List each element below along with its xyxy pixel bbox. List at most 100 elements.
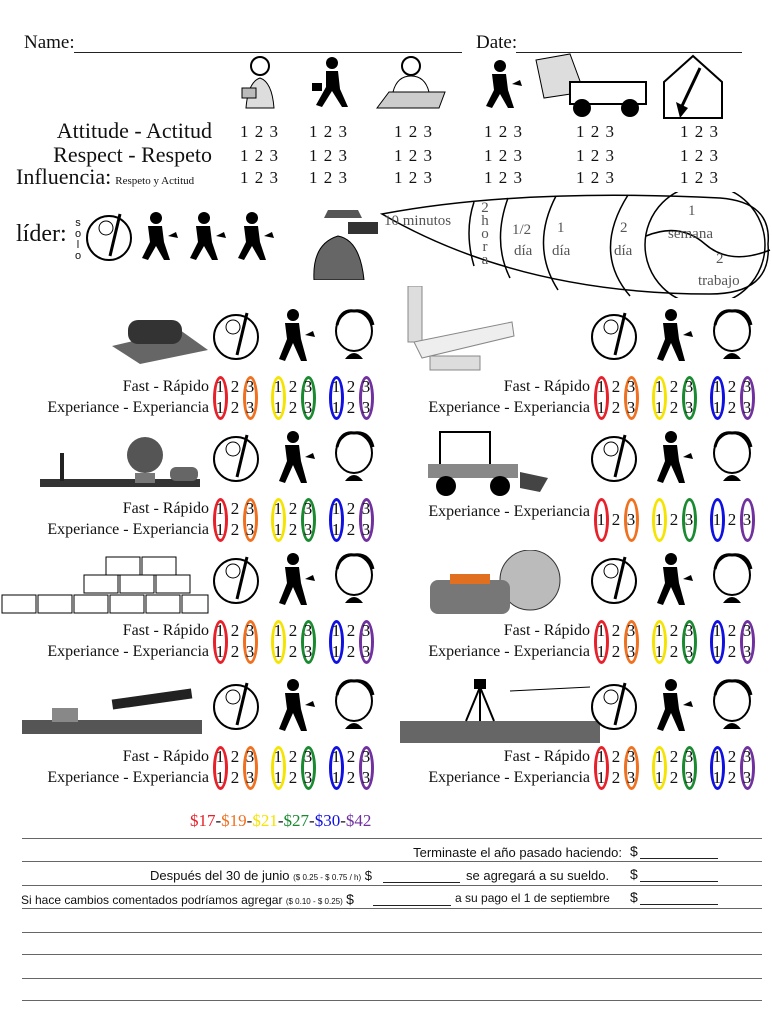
rating-digit[interactable]: 1 [331,768,341,787]
rating-digit[interactable]: 3 [303,621,313,640]
rating-options[interactable]: 1 2 3 [240,122,279,141]
rating-oval[interactable] [213,620,228,664]
rating-digit[interactable]: 1 [331,621,341,640]
rating-digit[interactable]: 2 [230,768,240,787]
rating-digit[interactable]: 2 [611,642,621,661]
rating-digit[interactable]: 3 [626,621,636,640]
rating-digit[interactable]: 1 [331,520,341,539]
rating-digit[interactable]: 2 [230,747,240,766]
rating-digit[interactable]: 2 [727,747,737,766]
rating-digit[interactable]: 1 [596,621,606,640]
rating-options[interactable]: 1 2 3 [484,146,523,165]
rating-digit[interactable]: 1 [215,377,225,396]
rating-digit[interactable]: 3 [361,377,371,396]
rating-digit[interactable]: 1 [596,642,606,661]
rating-digit[interactable]: 2 [669,642,679,661]
rating-oval[interactable] [710,620,725,664]
rating-options[interactable]: 1 2 3 [309,122,348,141]
rating-oval[interactable] [271,620,286,664]
rating-options[interactable]: 1 2 3 [484,122,523,141]
rating-digit[interactable]: 2 [288,520,298,539]
rating-options[interactable]: 1 2 3 [680,146,719,165]
rating-digit[interactable]: 3 [742,642,752,661]
rating-digit[interactable]: 3 [361,642,371,661]
rating-digit[interactable]: 3 [684,510,694,529]
rating-digit[interactable]: 1 [654,747,664,766]
rating-oval[interactable] [213,498,228,542]
rating-digit[interactable]: 2 [727,642,737,661]
rating-digit[interactable]: 1 [654,377,664,396]
rating-digit[interactable]: 3 [303,398,313,417]
rating-digit[interactable]: 1 [331,642,341,661]
rating-digit[interactable]: 2 [288,621,298,640]
rating-digit[interactable]: 1 [215,642,225,661]
rating-options[interactable]: 1 2 3 [309,146,348,165]
rating-digit[interactable]: 2 [230,398,240,417]
rating-oval[interactable] [624,376,639,420]
rating-options[interactable]: 1 2 3 [576,122,615,141]
rating-digit[interactable]: 1 [331,499,341,518]
rating-digit[interactable]: 2 [611,510,621,529]
rating-oval[interactable] [271,746,286,790]
rating-options[interactable]: 1 2 3 [394,168,433,187]
rating-digit[interactable]: 3 [361,398,371,417]
rating-digit[interactable]: 1 [712,377,722,396]
rating-digit[interactable]: 2 [669,747,679,766]
rating-oval[interactable] [682,746,697,790]
rating-digit[interactable]: 1 [273,398,283,417]
rating-digit[interactable]: 3 [684,621,694,640]
rating-digit[interactable]: 3 [626,768,636,787]
rating-oval[interactable] [682,620,697,664]
rating-oval[interactable] [329,746,344,790]
rating-digit[interactable]: 3 [303,520,313,539]
rating-digit[interactable]: 3 [684,768,694,787]
rating-oval[interactable] [740,498,755,542]
rating-digit[interactable]: 2 [230,499,240,518]
rating-digit[interactable]: 1 [273,747,283,766]
rating-options[interactable]: 1 2 3 [576,146,615,165]
rating-oval[interactable] [624,746,639,790]
rating-digit[interactable]: 2 [669,398,679,417]
rating-digit[interactable]: 1 [331,747,341,766]
rating-digit[interactable]: 3 [626,642,636,661]
rating-oval[interactable] [624,620,639,664]
rating-digit[interactable]: 2 [346,621,356,640]
rating-digit[interactable]: 1 [654,621,664,640]
rating-digit[interactable]: 1 [273,499,283,518]
rating-digit[interactable]: 1 [215,520,225,539]
rating-digit[interactable]: 1 [215,499,225,518]
rating-digit[interactable]: 2 [288,747,298,766]
rating-digit[interactable]: 2 [288,398,298,417]
rating-digit[interactable]: 3 [684,642,694,661]
rating-oval[interactable] [652,620,667,664]
rating-digit[interactable]: 3 [303,377,313,396]
rating-digit[interactable]: 1 [273,642,283,661]
rating-oval[interactable] [301,620,316,664]
rating-digit[interactable]: 2 [230,520,240,539]
rating-digit[interactable]: 3 [361,499,371,518]
rating-digit[interactable]: 3 [742,377,752,396]
rating-oval[interactable] [213,376,228,420]
rating-digit[interactable]: 3 [245,499,255,518]
rating-digit[interactable]: 3 [626,377,636,396]
rating-oval[interactable] [710,498,725,542]
rating-digit[interactable]: 2 [611,398,621,417]
rating-oval[interactable] [243,746,258,790]
rating-digit[interactable]: 2 [611,747,621,766]
rating-options[interactable]: 1 2 3 [484,168,523,187]
rating-digit[interactable]: 2 [727,621,737,640]
name-field[interactable] [74,52,462,53]
